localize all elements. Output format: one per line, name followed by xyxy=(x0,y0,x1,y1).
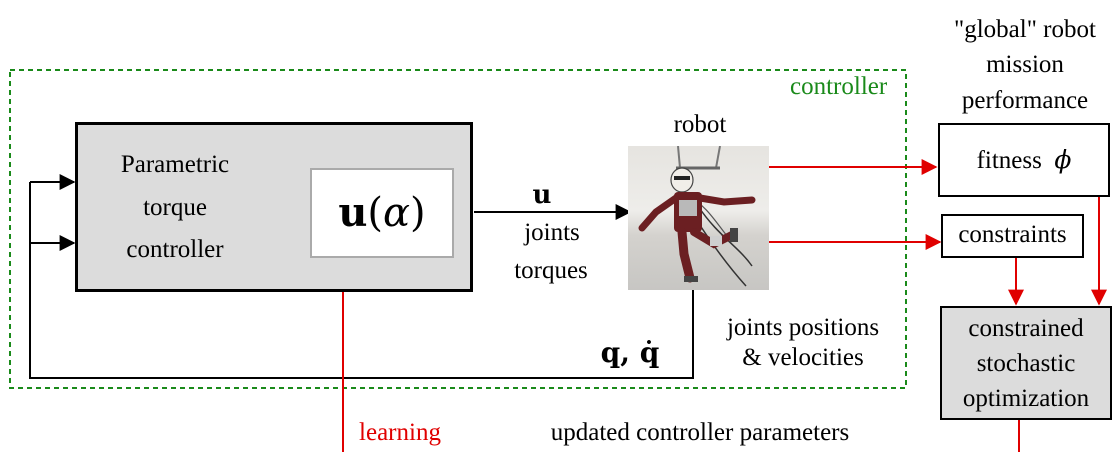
feedback-line xyxy=(29,182,694,379)
joints-torques-2: torques xyxy=(514,257,588,284)
qdot-symbol: q̇ xyxy=(639,336,660,369)
u-close-paren: ) xyxy=(410,190,426,236)
controller-boundary xyxy=(9,69,907,389)
global-perf-2: mission xyxy=(986,51,1064,78)
q-qdot-label: q, q̇ xyxy=(590,338,670,368)
optimizer-label-1: constrained xyxy=(968,315,1084,342)
q-separator: , xyxy=(620,336,630,369)
constraints-box xyxy=(941,214,1084,258)
robot-figure-icon xyxy=(638,146,756,287)
u-alpha-box xyxy=(310,168,454,258)
u-label: u xyxy=(532,180,552,210)
controller-label: controller xyxy=(790,73,888,100)
u-symbol: u xyxy=(338,189,368,236)
fitness-box xyxy=(938,123,1110,197)
alpha-symbol: α xyxy=(383,190,411,236)
parametric-label-3: controller xyxy=(126,236,224,263)
robot-label: robot xyxy=(673,111,727,138)
global-perf-1: "global" robot xyxy=(954,16,1096,43)
optimizer-box xyxy=(940,306,1112,420)
parametric-label-1: Parametric xyxy=(120,151,230,178)
joints-positions-1: joints positions xyxy=(726,314,880,341)
fitness-text: fitness xyxy=(976,147,1042,174)
phi-symbol: ϕ xyxy=(1054,145,1072,174)
constraints-label: constraints xyxy=(958,221,1067,248)
robot-image xyxy=(628,146,769,290)
global-perf-3: performance xyxy=(961,87,1089,114)
q-symbol: q xyxy=(600,336,621,369)
optimizer-label-3: optimization xyxy=(962,385,1090,412)
updated-params-label: updated controller parameters xyxy=(550,419,850,446)
joints-positions-2: & velocities xyxy=(742,344,864,371)
u-alpha-formula: u(α) xyxy=(310,189,454,237)
parametric-label-2: torque xyxy=(143,194,207,221)
joints-torques-1: joints xyxy=(524,219,580,246)
u-open-paren: ( xyxy=(367,190,384,236)
optimizer-label-2: stochastic xyxy=(976,350,1076,377)
fitness-label: fitness ϕ xyxy=(938,145,1110,176)
learning-label: learning xyxy=(359,419,441,446)
